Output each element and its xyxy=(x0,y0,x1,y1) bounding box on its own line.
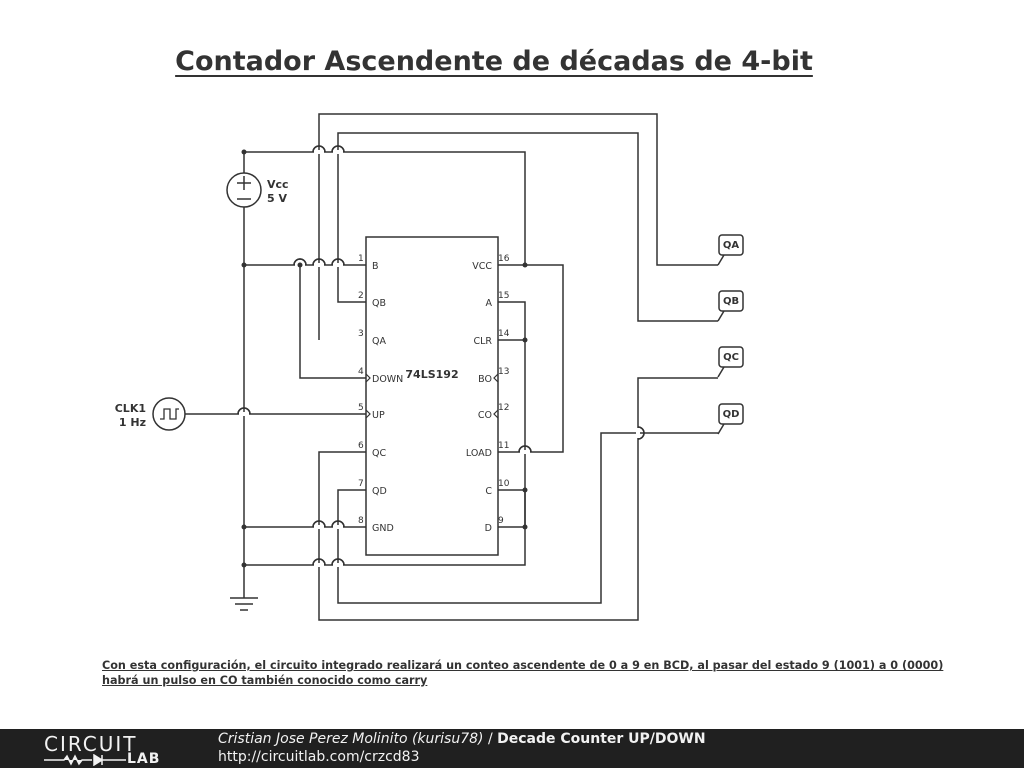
ic-part-label: 74LS192 xyxy=(405,368,458,381)
logo-circuit-icon xyxy=(44,754,126,766)
note-line-2: habrá un pulso en CO también conocido co… xyxy=(102,674,428,687)
pin-name-left: QD xyxy=(372,486,387,497)
wire-qb-top xyxy=(337,132,718,322)
pin-name-right: CO xyxy=(478,410,492,421)
pin-name-right: LOAD xyxy=(466,448,492,459)
supply-name: Vcc xyxy=(267,178,289,191)
footer-project-title: Decade Counter UP/DOWN xyxy=(497,731,706,747)
voltage-source: Vcc 5 V xyxy=(226,172,289,208)
pin-name-left: QC xyxy=(372,448,386,459)
pin-number-left: 4 xyxy=(358,367,364,377)
pin-name-right: C xyxy=(485,486,492,497)
output-tag-qd: QD xyxy=(717,403,744,435)
wire-hops-redraw xyxy=(237,145,645,566)
footer-credit: Cristian Jose Perez Molinito (kurisu78) … xyxy=(218,731,706,747)
pin-number-left: 5 xyxy=(358,403,364,413)
wire-qa-top xyxy=(318,113,718,340)
pin-name-left: GND xyxy=(372,523,394,534)
ic-74ls192: 74LS192 1B2QB3QA4DOWN5UP6QC7QD8GND16VCC1… xyxy=(358,236,510,556)
pin-name-left: QB xyxy=(372,298,386,309)
clock-value: 1 Hz xyxy=(119,416,146,429)
pin-name-left: QA xyxy=(372,336,386,347)
pin-number-left: 1 xyxy=(358,254,364,264)
output-tag-label: QA xyxy=(723,240,740,251)
pin-number-right: 12 xyxy=(498,403,509,413)
pin-number-left: 8 xyxy=(358,516,364,526)
note-line-1: Con esta configuración, el circuito inte… xyxy=(102,659,944,672)
footer-bar: CIRCUIT LAB Cristian Jose Perez Molinito… xyxy=(0,729,1024,768)
pin-number-right: 13 xyxy=(498,367,509,377)
logo-text-top: CIRCUIT xyxy=(44,732,138,756)
pin-number-right: 10 xyxy=(498,479,510,489)
pin-name-left: UP xyxy=(372,410,385,421)
pin-number-right: 14 xyxy=(498,329,510,339)
output-tag-label: QD xyxy=(723,409,740,420)
pin-name-right: BO xyxy=(478,374,492,385)
pin-number-left: 7 xyxy=(358,479,364,489)
wire-qd-bottom xyxy=(337,432,718,604)
pin-name-left: DOWN xyxy=(372,374,403,385)
footer-separator: / xyxy=(483,731,498,747)
pin-name-right: D xyxy=(485,523,492,534)
clock-name: CLK1 xyxy=(115,402,146,415)
circuitlab-logo[interactable]: CIRCUIT LAB xyxy=(44,732,184,767)
junction-dots xyxy=(241,149,528,568)
pin-number-right: 16 xyxy=(498,254,510,264)
ground-symbol xyxy=(230,597,258,611)
pin-name-right: A xyxy=(486,298,493,309)
supply-value: 5 V xyxy=(267,192,287,205)
footer-url-link[interactable]: http://circuitlab.com/crzcd83 xyxy=(218,749,420,765)
output-tag-qa: QA xyxy=(717,234,744,266)
wire-qc-bottom xyxy=(318,377,718,621)
output-tag-qc: QC xyxy=(717,346,744,378)
pin-name-left: B xyxy=(372,261,379,272)
pin-number-right: 9 xyxy=(498,516,504,526)
pin-number-left: 3 xyxy=(358,329,364,339)
output-tag-label: QB xyxy=(723,296,739,307)
pin-number-left: 2 xyxy=(358,291,364,301)
clock-source: CLK1 1 Hz xyxy=(115,397,186,431)
pin-name-right: VCC xyxy=(472,261,492,272)
pin-number-right: 15 xyxy=(498,291,509,301)
output-tag-qb: QB xyxy=(717,290,744,322)
output-tags: QA QB QC QD xyxy=(717,234,744,435)
footer-author: Cristian Jose Perez Molinito (kurisu78) xyxy=(218,731,484,747)
logo-text-bottom: LAB xyxy=(127,751,161,767)
schematic-diagram: Vcc 5 V CLK1 1 Hz 74LS192 1B2QB3QA4DOWN5… xyxy=(115,113,744,621)
pin-name-right: CLR xyxy=(473,336,492,347)
pin-number-right: 11 xyxy=(498,441,509,451)
output-tag-label: QC xyxy=(723,352,739,363)
wire-pin4 xyxy=(299,265,366,379)
description-note: Con esta configuración, el circuito inte… xyxy=(102,658,944,688)
wire-pin15 xyxy=(498,301,526,528)
page-title: Contador Ascendente de décadas de 4-bit xyxy=(175,46,813,77)
pin-number-left: 6 xyxy=(358,441,364,451)
